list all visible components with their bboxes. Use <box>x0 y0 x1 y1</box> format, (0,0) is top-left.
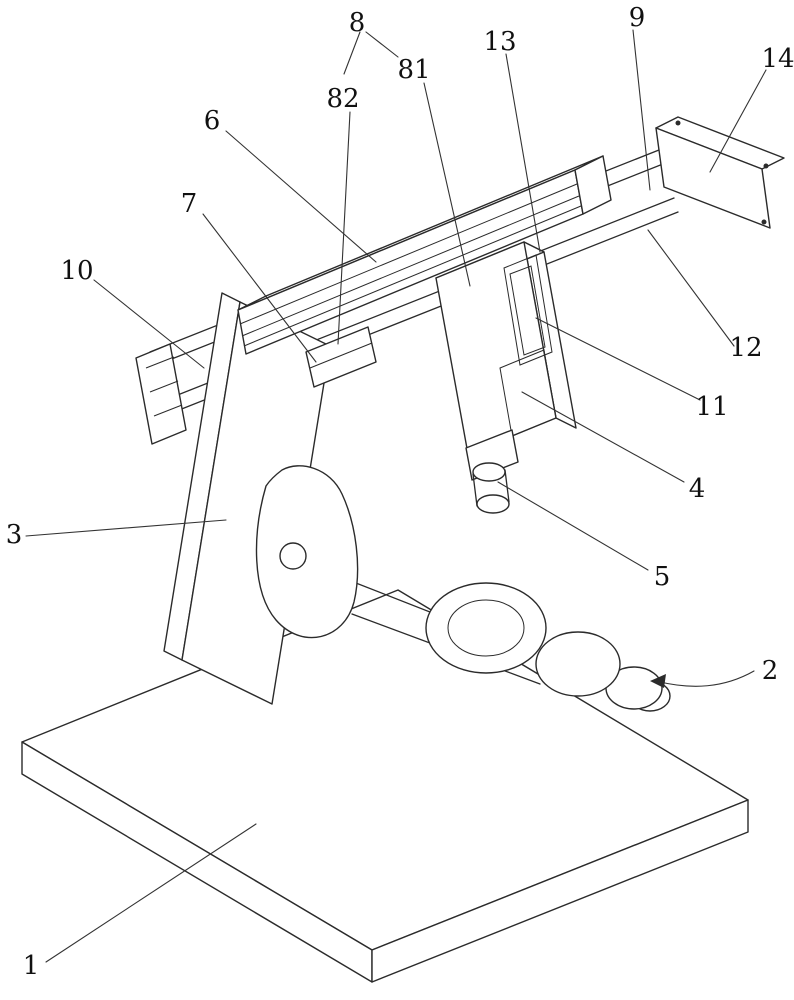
tool-tip-shape <box>465 429 519 514</box>
block-screw-1 <box>675 120 681 126</box>
base-plate-shape <box>21 589 749 983</box>
ref-label-14: 14 <box>761 44 794 74</box>
leader-82 <box>337 111 351 345</box>
carriage-shape <box>435 241 577 455</box>
ref-label-13: 13 <box>483 27 516 57</box>
leader-8-to-81 <box>365 31 399 58</box>
ref-label-3: 3 <box>6 520 23 550</box>
left-end-cap-groove-1 <box>145 356 175 369</box>
inner-plate-window <box>509 265 546 356</box>
beam-end-face <box>574 155 612 215</box>
leader-6 <box>225 130 377 263</box>
leader-lines <box>25 29 767 963</box>
reference-labels: 1 2 3 4 5 6 7 8 81 82 9 10 11 12 13 14 <box>6 3 794 981</box>
leader-2-arrowhead <box>650 674 666 688</box>
pivot-hole <box>279 542 307 570</box>
leader-4 <box>521 391 685 483</box>
left-end-cap-shape <box>135 343 187 445</box>
beam-inner-rail-line-1 <box>239 183 578 325</box>
ref-label-12: 12 <box>729 333 762 363</box>
block-screw-3 <box>761 219 767 225</box>
left-end-cap-groove-3 <box>153 404 183 417</box>
leader-11 <box>535 317 701 401</box>
base-right-side-face <box>371 799 749 983</box>
tip-side-left <box>472 473 478 507</box>
base-top-face <box>21 589 749 951</box>
ref-label-4: 4 <box>689 474 706 504</box>
actuator-body-outline <box>499 349 557 437</box>
beam-inner-rail-line-3 <box>243 205 582 347</box>
right-end-block-front-face <box>655 127 771 229</box>
leader-13 <box>505 53 541 253</box>
ref-label-7: 7 <box>181 189 198 219</box>
tip-side-right <box>504 469 510 503</box>
ref-label-6: 6 <box>204 106 221 136</box>
pivot-seat-edge <box>309 342 373 369</box>
beam-inner-rail-line-2 <box>241 195 580 337</box>
ref-label-8: 8 <box>349 8 366 38</box>
drive-assembly-shape <box>337 575 671 712</box>
support-column-shape <box>163 292 331 705</box>
leader-9 <box>632 29 651 191</box>
ref-label-2: 2 <box>762 656 779 686</box>
leader-10 <box>93 279 205 369</box>
pivot-seat-body <box>305 326 377 388</box>
leader-8-to-82 <box>343 31 361 75</box>
drive-middle-disc <box>535 631 621 697</box>
left-end-cap-groove-2 <box>149 380 179 393</box>
ref-label-10: 10 <box>60 256 93 286</box>
pivot-seat-shape <box>305 326 377 388</box>
leader-14 <box>709 69 767 173</box>
block-screw-2 <box>763 163 769 169</box>
leader-2 <box>655 670 755 687</box>
ref-label-1: 1 <box>23 951 40 981</box>
ref-label-11: 11 <box>695 392 728 422</box>
ref-label-9: 9 <box>629 3 646 33</box>
tip-top-ellipse <box>472 462 506 482</box>
pivot-bracket-shape <box>255 465 359 639</box>
leader-3 <box>25 519 227 537</box>
leader-12 <box>647 229 735 347</box>
left-end-cap-body <box>135 343 187 445</box>
right-end-block-shape <box>655 116 785 229</box>
drive-main-disc <box>425 582 547 674</box>
ref-label-5: 5 <box>654 562 671 592</box>
ref-label-81: 81 <box>397 55 430 85</box>
ref-label-82: 82 <box>326 84 359 114</box>
leader-7 <box>202 213 317 363</box>
leader-5 <box>497 481 649 571</box>
pivot-bracket-body <box>255 465 359 639</box>
inner-plate-outline <box>503 254 553 366</box>
tip-bottom-ellipse <box>476 494 510 514</box>
cross-beam-shape <box>237 155 612 355</box>
leader-81 <box>423 82 471 287</box>
drive-main-disc-inner <box>447 599 525 657</box>
leader-1 <box>45 823 257 963</box>
